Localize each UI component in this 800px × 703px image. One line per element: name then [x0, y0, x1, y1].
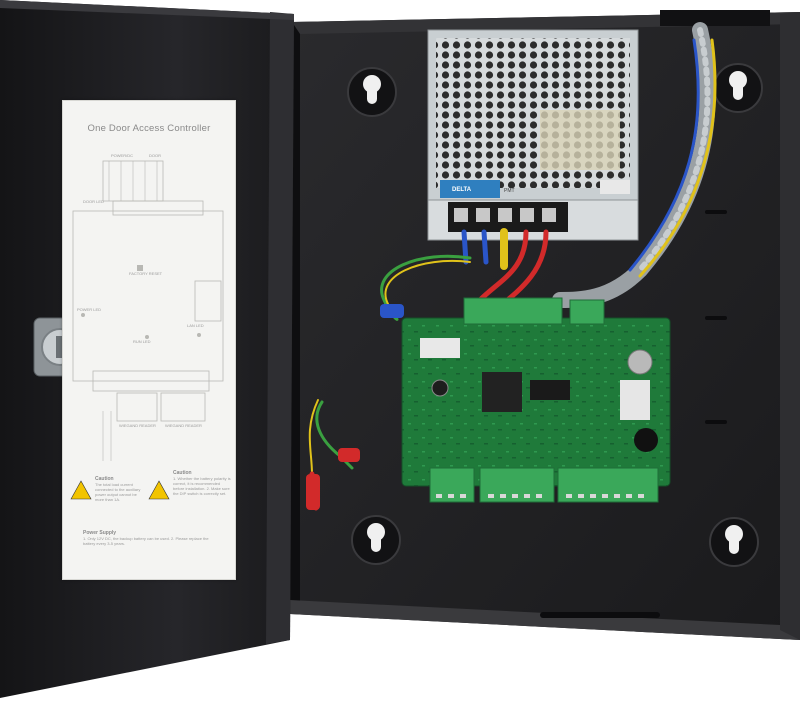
factory-reset-text: FACTORY RESET	[129, 271, 163, 276]
blue-connector	[380, 304, 404, 318]
caution-1-title: Caution	[95, 476, 114, 482]
power-supply-text: 1. Only 12V DC, the backup battery can b…	[83, 536, 209, 546]
controller-board	[401, 297, 671, 503]
psu-model-text: PMT	[504, 188, 515, 194]
caution-1: Caution The total load current connected…	[95, 476, 145, 503]
mounting-hole-bottom-right	[709, 517, 759, 567]
caution-1-text: The total load current connected to the …	[95, 482, 141, 502]
caution-2: Caution 1. Whether the battery polarity …	[173, 470, 231, 497]
reader-in-text: WIEGAND READER	[119, 423, 156, 428]
label-title: One Door Access Controller	[87, 123, 211, 134]
mounting-hole-bottom-left	[351, 515, 401, 565]
lan-led-text: LAN LED	[187, 323, 204, 328]
power-supply-note: Power Supply 1. Only 12V DC, the backup …	[83, 530, 213, 547]
warning-icon	[70, 480, 92, 500]
mounting-hole-top-left	[347, 67, 397, 117]
warning-icon	[148, 480, 170, 500]
red-terminal-lug	[306, 474, 320, 510]
power-led-text: POWER LED	[77, 307, 102, 312]
power-dc-text: POWER/DC	[111, 153, 133, 158]
wiring-diagram-drawing	[70, 160, 224, 500]
run-led-text: RUN LED	[133, 339, 151, 344]
door-text: DOOR	[149, 153, 161, 158]
caution-2-text: 1. Whether the battery polarity is corre…	[173, 476, 231, 496]
mounting-hole-top-right	[713, 63, 763, 113]
door-led-text: DOOR LED	[83, 199, 104, 204]
power-supply-title: Power Supply	[83, 530, 117, 536]
caution-2-title: Caution	[173, 470, 192, 476]
power-supply-unit	[427, 29, 639, 241]
red-connector	[338, 448, 360, 462]
wiring-diagram-label: One Door Access Controller POWER/DC DOOR…	[62, 100, 236, 580]
reader-out-text: WIEGAND READER	[165, 423, 202, 428]
psu-brand-text: DELTA	[452, 187, 472, 193]
main-chip	[482, 372, 522, 412]
cabinet-slots	[540, 210, 727, 618]
